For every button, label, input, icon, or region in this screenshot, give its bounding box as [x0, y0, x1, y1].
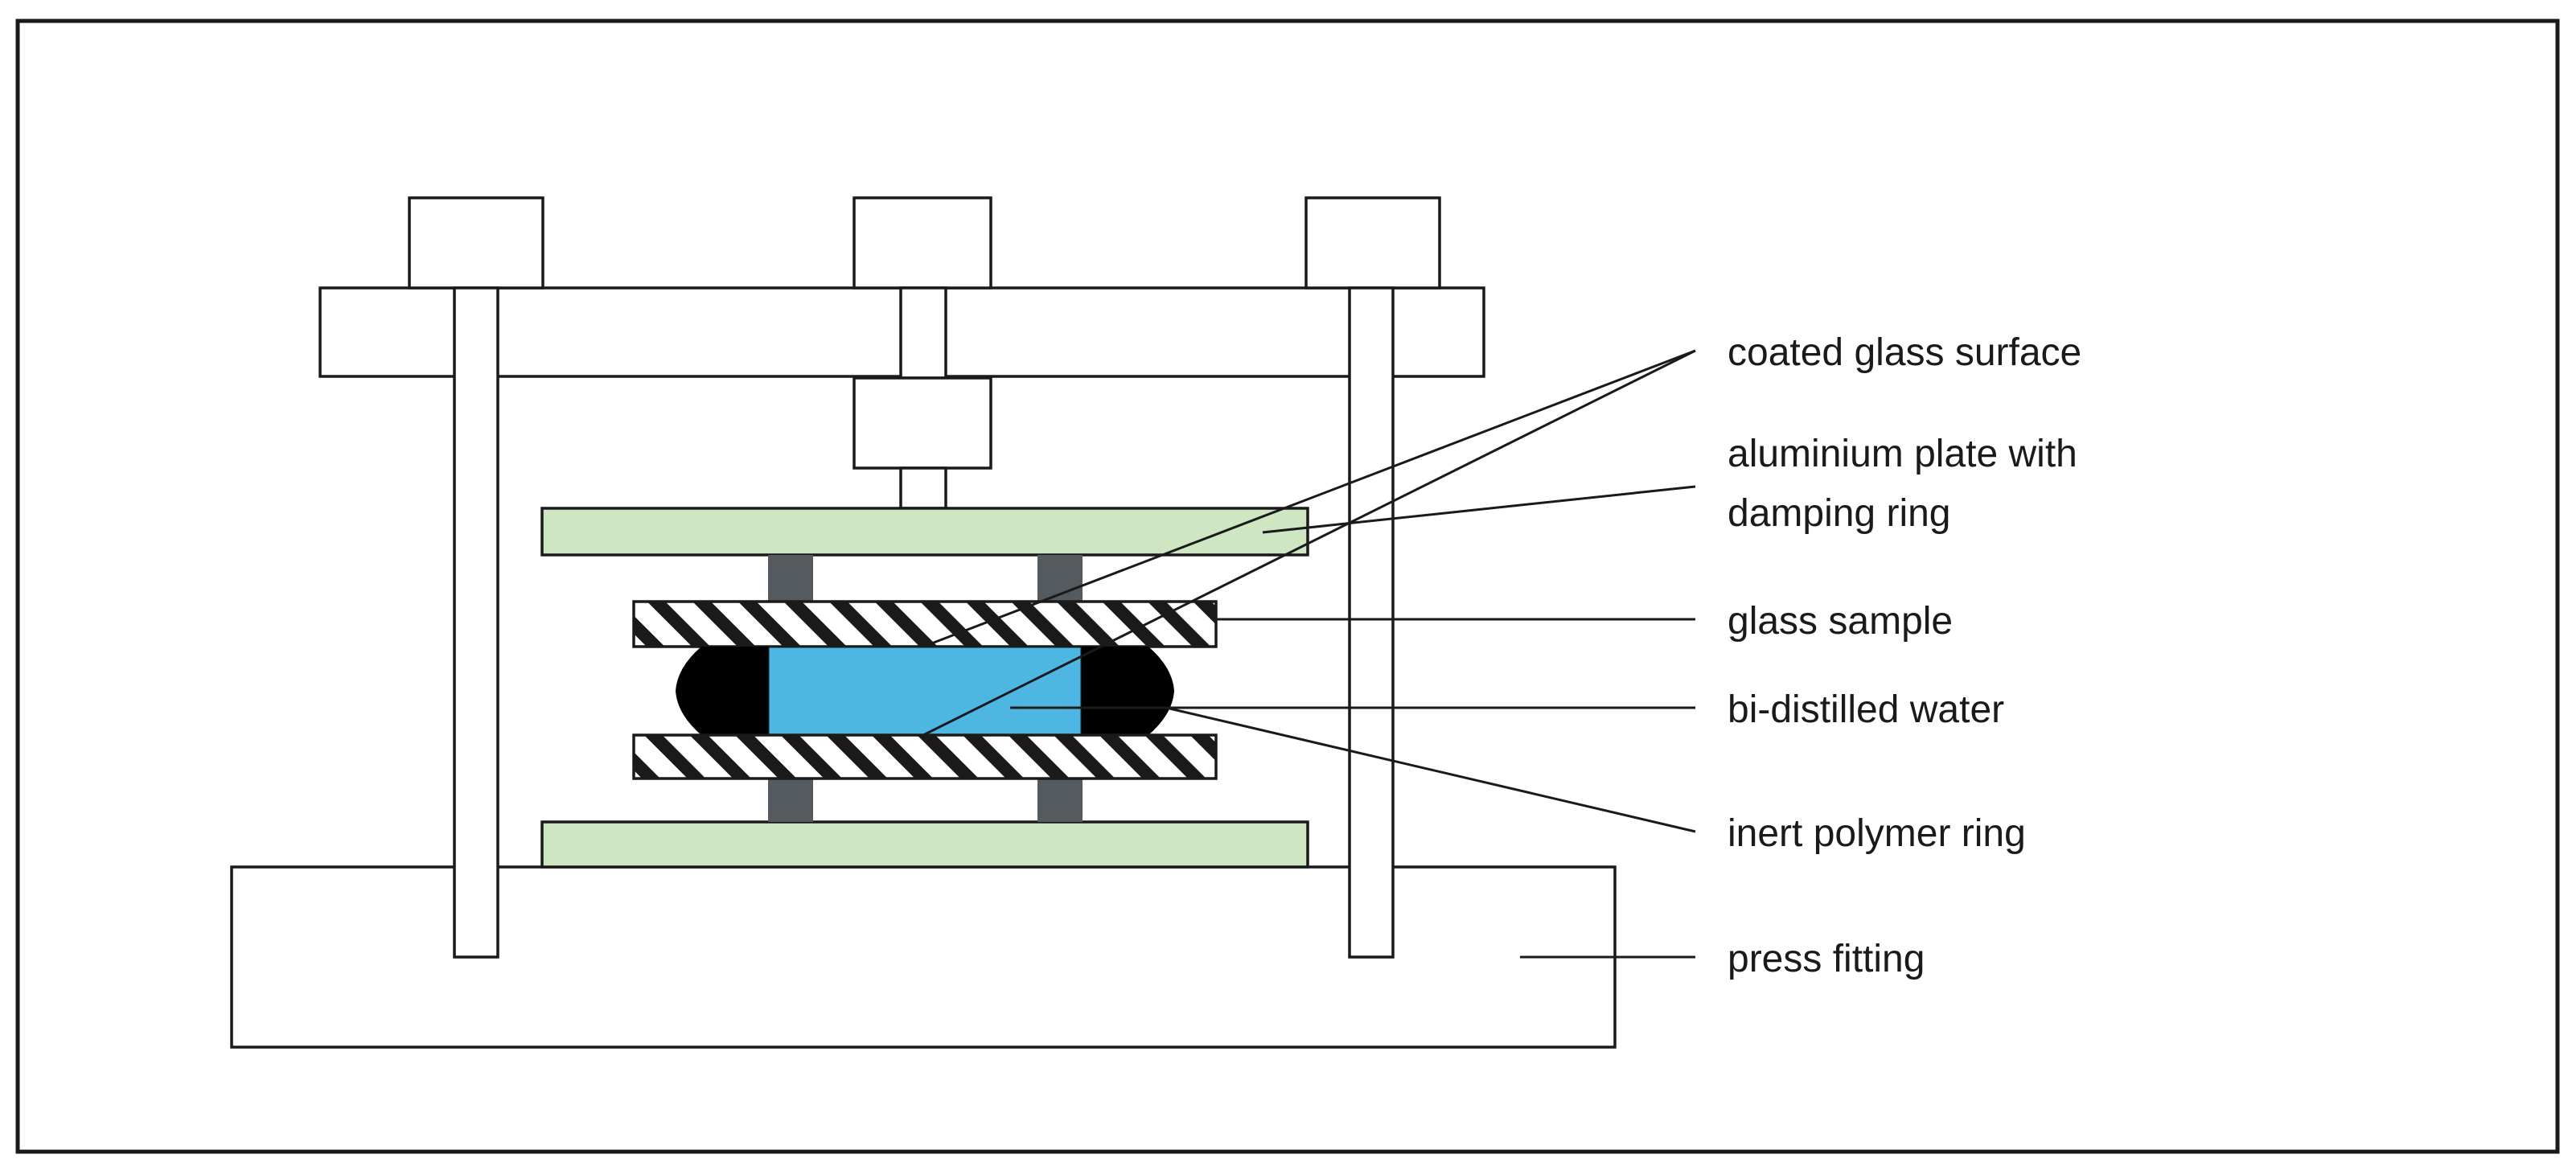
right-rod [1348, 286, 1395, 959]
label-glass-sample: glass sample [1728, 600, 1953, 643]
diagram-border [15, 18, 2560, 1154]
press-fitting-base [230, 865, 1617, 1049]
label-coated-glass-surface: coated glass surface [1728, 331, 2081, 374]
lower-right-spacer [1037, 779, 1083, 822]
leader-coated-glass-surface-upper [922, 349, 1696, 648]
leader-coated-glass-surface-lower [922, 349, 1696, 737]
lower-glass-sample [632, 733, 1218, 780]
lower-aluminium-plate [540, 820, 1309, 869]
upper-aluminium-plate [540, 507, 1309, 557]
label-aluminium-plate-line1: aluminium plate with [1728, 433, 2077, 475]
center-screw-lower [899, 466, 947, 510]
lower-left-spacer [768, 779, 813, 822]
right-polymer-ring [1082, 647, 1174, 735]
center-screw-upper [899, 286, 947, 380]
right-bolt-head [1304, 196, 1441, 290]
center-bolt-head [853, 196, 992, 290]
label-press-fitting: press fitting [1728, 938, 1925, 980]
label-bi-distilled-water: bi-distilled water [1728, 688, 2004, 731]
leader-inert-polymer-ring [1165, 706, 1696, 833]
leader-aluminium-plate [1262, 485, 1696, 534]
center-screw-block [853, 376, 992, 470]
left-bolt-head [408, 196, 544, 290]
left-polymer-ring [676, 647, 768, 735]
left-rod [453, 286, 499, 959]
upper-glass-sample [632, 600, 1218, 648]
water-chamber [766, 645, 1083, 737]
label-aluminium-plate-line2: damping ring [1728, 492, 1951, 535]
upper-left-spacer [768, 555, 813, 602]
label-inert-polymer-ring: inert polymer ring [1728, 812, 2026, 855]
